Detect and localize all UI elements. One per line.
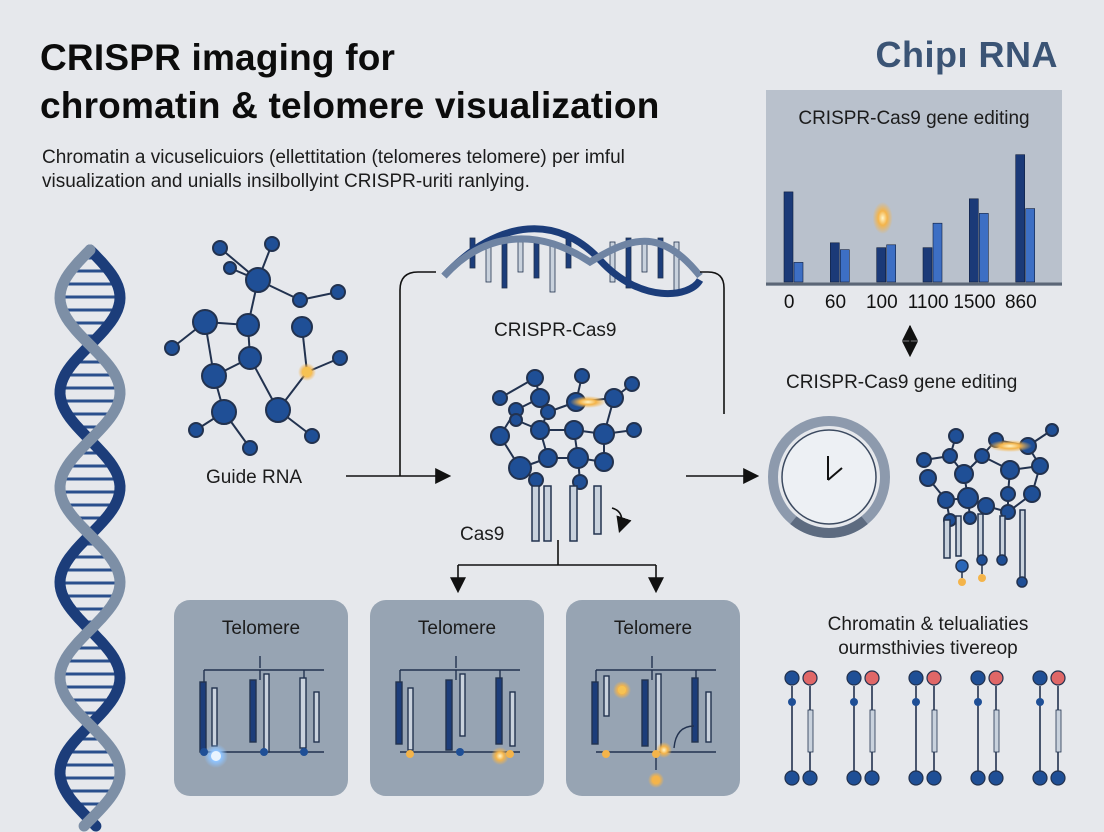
- chromatin-strand-part: [784, 670, 800, 686]
- chromatin-strand-part: [1032, 770, 1048, 786]
- chart-tick-label: 60: [824, 292, 847, 313]
- chromatin-strand-part: [912, 698, 920, 706]
- ribbon-rung: [625, 237, 632, 289]
- guide-rna-label: Guide RNA: [206, 467, 303, 488]
- subtitle-line-1: Chromatin a vicuselicuiors (ellettitatio…: [42, 147, 625, 168]
- page-title-line-2: chromatin & telomere visualization: [40, 85, 660, 126]
- ribbon-rung: [517, 241, 524, 273]
- chart-highlight-glow: [872, 202, 893, 234]
- chart-bar-1-1500: [969, 198, 979, 283]
- telomere-panel-1-art: [199, 656, 324, 768]
- chromatin-strand-part: [788, 698, 796, 706]
- chromatin-strand-part: [926, 670, 942, 686]
- chromatin-strand-part: [802, 670, 818, 686]
- chromatin-caption-line-2: ourmsthivies tivereop: [838, 638, 1018, 659]
- chromatin-strand-part: [988, 670, 1004, 686]
- chart-bar-2-60: [840, 249, 850, 283]
- page-title-line-1: CRISPR imaging for: [40, 37, 396, 78]
- chromatin-strand-part: [931, 709, 938, 753]
- chart-tick-label: 860: [1004, 292, 1037, 313]
- chromatin-strand-part: [864, 770, 880, 786]
- ribbon-rung: [609, 241, 616, 283]
- chart-bar-1-860: [1015, 154, 1025, 283]
- right-molecule-probes: [943, 509, 1028, 588]
- telomere-panel-3-title: Telomere: [613, 618, 693, 639]
- telomere-panel-3: Telomere: [566, 600, 740, 796]
- chart-bar-2-860: [1025, 208, 1036, 283]
- chromatin-strand-part: [993, 709, 1000, 753]
- clock-icon: [768, 416, 890, 538]
- chromatin-strands: [784, 670, 1066, 786]
- cas9-complex: [490, 368, 642, 490]
- ribbon-rung: [533, 237, 540, 279]
- ribbon-rung: [549, 241, 556, 293]
- telomere-panel-2-title: Telomere: [417, 618, 497, 639]
- chromatin-strand-part: [869, 709, 876, 753]
- chart-bar-1-100: [876, 247, 886, 283]
- chromatin-strand-part: [846, 770, 862, 786]
- chromatin-strand-part: [970, 670, 986, 686]
- chart-tick-label: 1100: [907, 292, 949, 313]
- chart-bar-1-60: [830, 242, 840, 283]
- chart-tick-label: 1500: [953, 292, 996, 313]
- chromatin-caption-line-1: Chromatin & telualiaties: [827, 614, 1029, 635]
- chromatin-strand-part: [846, 670, 862, 686]
- chromatin-strand-part: [908, 770, 924, 786]
- ribbon-rung: [657, 237, 664, 279]
- ribbon-rung: [501, 237, 508, 289]
- chart-plot: [766, 154, 1062, 286]
- chromatin-strand-part: [1036, 698, 1044, 706]
- chromatin-strand-part: [1050, 770, 1066, 786]
- chart-tick-label: 100: [865, 292, 898, 313]
- chart-bar-2-1100: [932, 222, 943, 283]
- chromatin-strand-part: [988, 770, 1004, 786]
- telomere-panel-2: Telomere: [370, 600, 544, 796]
- chromatin-strand-part: [1055, 709, 1062, 753]
- chromatin-strand-part: [974, 698, 982, 706]
- chromatin-strand-part: [784, 770, 800, 786]
- subtitle-line-2: visualization and unialls insilbollyint …: [42, 171, 530, 192]
- brand-label: Chipı RNA: [875, 34, 1058, 75]
- telomere-panel-3-art: [591, 656, 716, 788]
- gene-editing-chart-panel: CRISPR-Cas9 gene editing: [766, 90, 1062, 286]
- chart-bar-2-100: [886, 244, 896, 283]
- chart-title: CRISPR-Cas9 gene editing: [798, 108, 1030, 129]
- ribbon-rung: [641, 241, 648, 273]
- chart-tick-label: 0: [783, 292, 795, 313]
- chromatin-strand-part: [1050, 670, 1066, 686]
- guide-rna-molecule: [164, 236, 348, 456]
- right-molecule: [916, 423, 1059, 527]
- chromatin-strand-part: [864, 670, 880, 686]
- chromatin-strand-part: [802, 770, 818, 786]
- chromatin-strand-part: [1032, 670, 1048, 686]
- dna-ribbon-top: [441, 225, 704, 297]
- chromatin-strand-part: [850, 698, 858, 706]
- telomere-panel-2-art: [395, 656, 520, 765]
- cas9-legs: [531, 485, 602, 542]
- telomere-panel-1: Telomere: [174, 600, 348, 796]
- chromatin-strand-part: [807, 709, 814, 753]
- chromatin-strand-part: [926, 770, 942, 786]
- chart-bar-2-1500: [979, 213, 989, 283]
- telomere-panel-1-title: Telomere: [221, 618, 301, 639]
- crispr-cas9-label: CRISPR-Cas9: [494, 320, 617, 341]
- cas9-label: Cas9: [460, 524, 505, 545]
- chromatin-strand-part: [970, 770, 986, 786]
- chart-bar-2-0: [793, 262, 804, 283]
- gene-editing-label: CRISPR-Cas9 gene editing: [786, 372, 1018, 393]
- chart-bar-1-0: [783, 191, 794, 283]
- chart-bar-1-1100: [922, 247, 933, 283]
- flow-connectors: [346, 271, 918, 594]
- dna-helix-left: [54, 244, 126, 832]
- chromatin-strand-part: [908, 670, 924, 686]
